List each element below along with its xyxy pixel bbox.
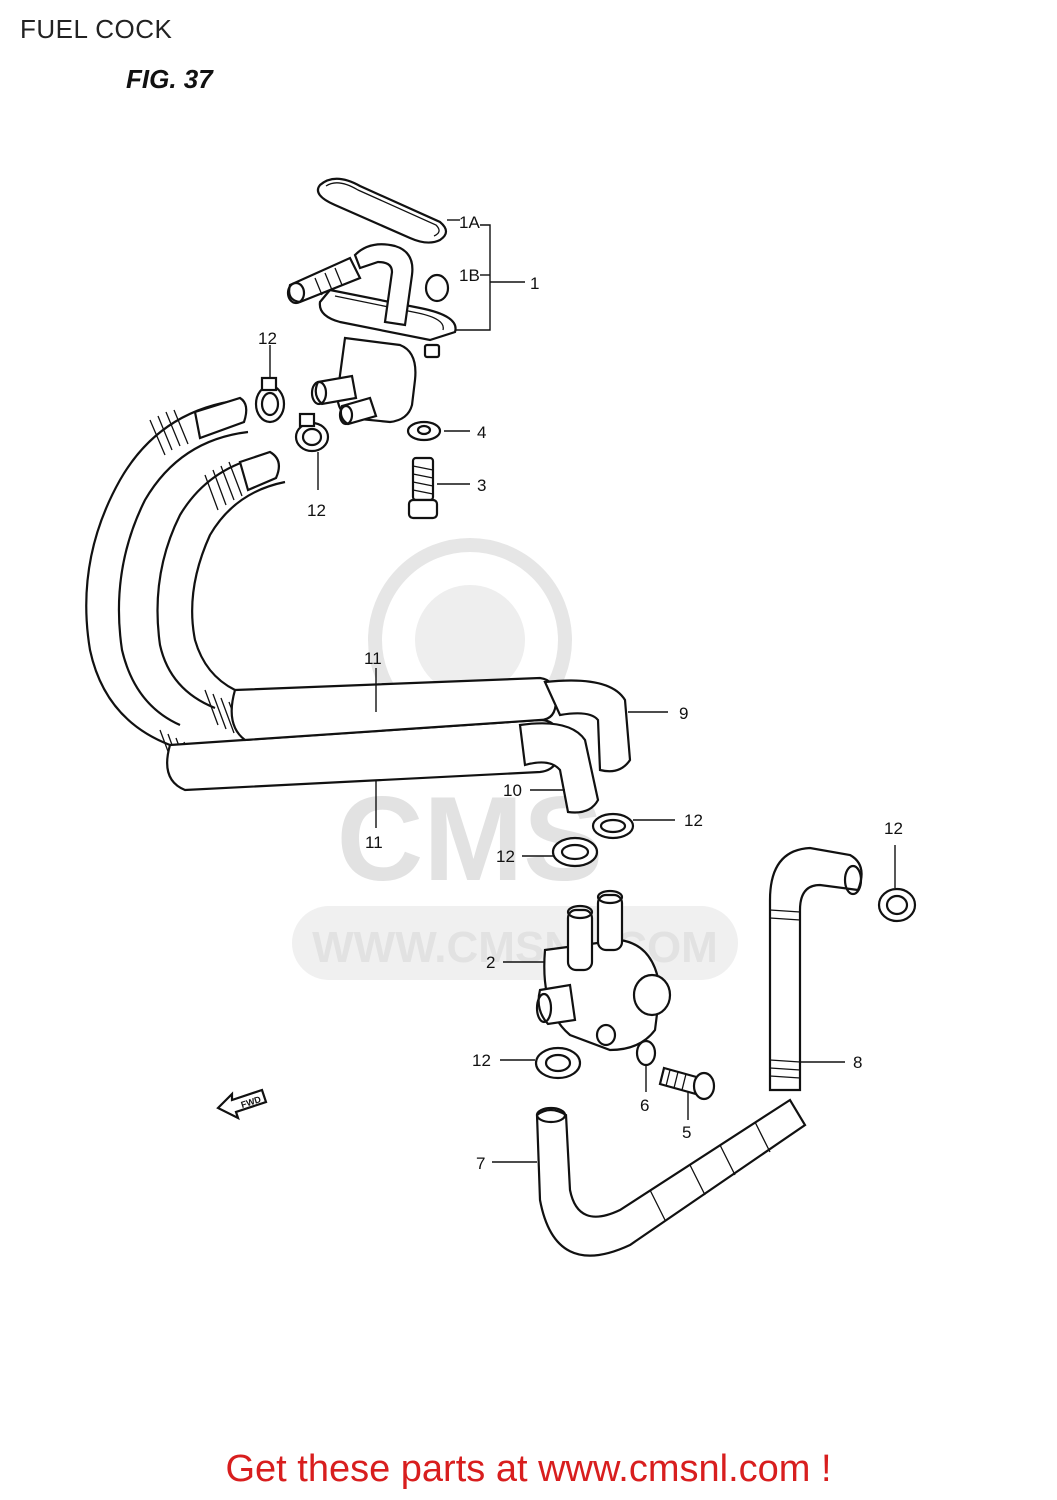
gasket-1a bbox=[316, 177, 448, 244]
bolt-3 bbox=[407, 456, 439, 520]
fuel-hose-7 bbox=[535, 1098, 807, 1257]
callout-12c: 12 bbox=[684, 811, 703, 830]
callout-10: 10 bbox=[503, 781, 522, 800]
callout-6: 6 bbox=[640, 1096, 649, 1115]
hose-clamp-12a bbox=[254, 376, 286, 424]
fuel-hose-8 bbox=[768, 846, 863, 1092]
hose-clamp-12d bbox=[551, 836, 599, 868]
elbow-hose-10 bbox=[518, 722, 600, 814]
hose-clamp-12e bbox=[877, 887, 917, 923]
callout-9: 9 bbox=[679, 704, 688, 723]
figure-number: FIG. 37 bbox=[126, 64, 213, 94]
screw-5 bbox=[658, 1066, 716, 1101]
fuel-cock-assembly-1 bbox=[286, 243, 457, 426]
callout-11a: 11 bbox=[364, 649, 382, 668]
watermark-url: WWW.CMSNL.COM bbox=[312, 923, 718, 972]
callout-4: 4 bbox=[477, 423, 486, 442]
fuel-hose-11 bbox=[85, 396, 562, 792]
callout-11b: 11 bbox=[365, 833, 383, 852]
callout-12d: 12 bbox=[496, 847, 515, 866]
callout-12a: 12 bbox=[258, 329, 277, 348]
promo-link-text[interactable]: Get these parts at www.cmsnl.com ! bbox=[225, 1448, 832, 1490]
forward-arrow-icon: FWD bbox=[216, 1088, 268, 1121]
callout-12b: 12 bbox=[307, 501, 326, 520]
fuel-cock-body-2 bbox=[535, 889, 672, 1052]
callout-1b: 1B bbox=[459, 266, 480, 285]
page-title: FUEL COCK bbox=[20, 14, 173, 44]
watermark-brand: CMS bbox=[337, 772, 604, 906]
hose-clamp-12c bbox=[591, 812, 635, 840]
o-ring-1b bbox=[424, 273, 450, 303]
washer-4 bbox=[406, 420, 442, 442]
callout-1a: 1A bbox=[459, 213, 480, 232]
callout-7: 7 bbox=[476, 1154, 485, 1173]
callout-labels: 1A 1B 1 12 4 3 12 11 9 10 11 12 12 12 2 … bbox=[258, 213, 903, 1173]
callout-8: 8 bbox=[853, 1053, 862, 1072]
callout-5: 5 bbox=[682, 1123, 691, 1142]
hose-clamp-12f bbox=[534, 1046, 582, 1080]
callout-12f: 12 bbox=[472, 1051, 491, 1070]
washer-6 bbox=[635, 1039, 657, 1067]
callout-12e: 12 bbox=[884, 819, 903, 838]
hose-clamp-12b bbox=[294, 412, 330, 453]
elbow-hose-9 bbox=[543, 679, 632, 773]
callout-2: 2 bbox=[486, 953, 495, 972]
callout-3: 3 bbox=[477, 476, 486, 495]
callout-1: 1 bbox=[530, 274, 539, 293]
